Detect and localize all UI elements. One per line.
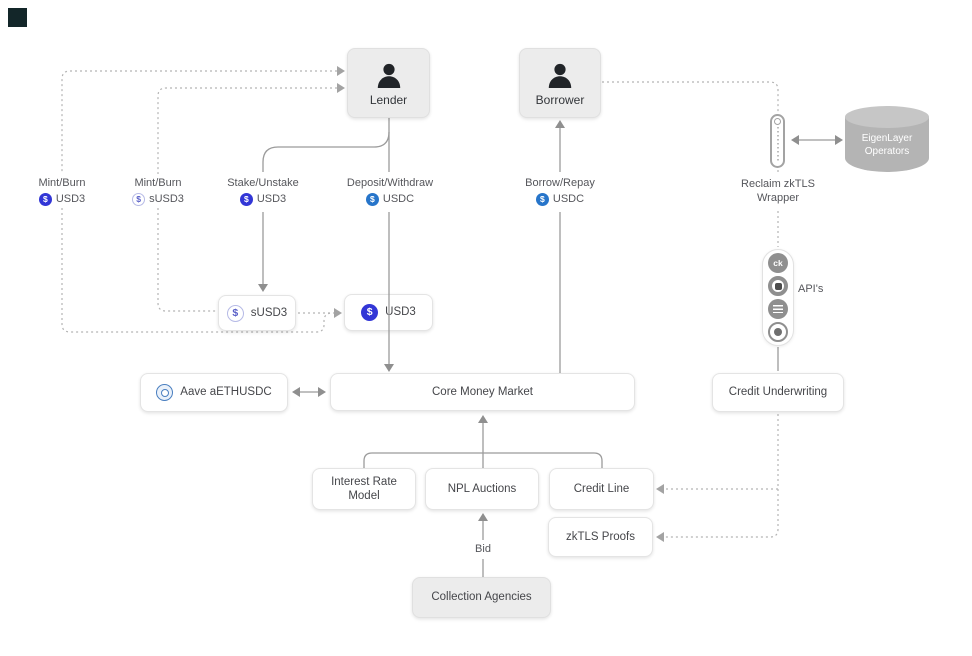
lender-node: Lender <box>347 48 430 118</box>
interest-rate-model-line1: Interest Rate <box>331 475 397 488</box>
credit-underwriting-label: Credit Underwriting <box>728 386 828 399</box>
edge-label-bid: Bid <box>463 542 503 557</box>
wrapper-pill-circle <box>774 118 781 125</box>
lines-api-icon <box>768 299 788 319</box>
zktls-proofs-label: zkTLS Proofs <box>565 530 636 543</box>
edge-label-deposit-withdraw: Deposit/Withdraw $ USDC <box>330 176 450 207</box>
eigenlayer-operators-node: EigenLayer Operators <box>845 106 929 172</box>
core-money-market-node: Core Money Market <box>330 373 635 411</box>
collection-agencies-label: Collection Agencies <box>431 591 532 604</box>
collection-agencies-node: Collection Agencies <box>412 577 551 618</box>
usd3-label: USD3 <box>385 306 416 319</box>
core-money-market-label: Core Money Market <box>432 385 533 398</box>
corner-mark <box>8 8 27 27</box>
usd3-node: $ USD3 <box>344 294 433 331</box>
borrower-label: Borrower <box>535 92 585 107</box>
database-icon <box>845 106 929 128</box>
target-api-icon <box>768 276 788 296</box>
npl-auctions-node: NPL Auctions <box>425 468 539 510</box>
aave-node: Aave aETHUSDC <box>140 373 288 412</box>
credit-line-label: Credit Line <box>573 482 630 495</box>
person-icon <box>377 63 400 88</box>
usd3-coin-icon: $ <box>239 192 253 206</box>
susd3-node: $ sUSD3 <box>218 295 296 331</box>
edge-label-mint-burn-usd3: Mint/Burn $ USD3 <box>20 176 104 207</box>
edge-label-apis: API's <box>798 282 840 297</box>
wrapper-pill-dots <box>776 127 779 163</box>
interest-rate-model-line2: Model <box>348 490 380 502</box>
borrower-node: Borrower <box>519 48 601 118</box>
npl-auctions-label: NPL Auctions <box>447 482 517 495</box>
zktls-proofs-node: zkTLS Proofs <box>548 517 653 557</box>
susd3-label: sUSD3 <box>250 306 288 319</box>
susd3-coin-icon: $ <box>226 304 244 322</box>
usdc-coin-icon: $ <box>365 192 379 206</box>
usdc-coin-icon: $ <box>535 192 549 206</box>
edge-label-borrow-repay: Borrow/Repay $ USDC <box>510 176 610 207</box>
lender-label: Lender <box>369 92 408 107</box>
api-stack: ck <box>762 249 794 346</box>
edge-label-reclaim-zktls-wrapper: Reclaim zkTLS Wrapper <box>728 177 828 206</box>
person-icon <box>548 63 572 88</box>
credit-line-node: Credit Line <box>549 468 654 510</box>
edge-label-mint-burn-susd3: Mint/Burn $ sUSD3 <box>116 176 200 207</box>
usd3-coin-icon: $ <box>361 304 379 321</box>
dot-api-icon <box>768 322 788 342</box>
susd3-coin-icon: $ <box>132 192 146 206</box>
credit-underwriting-node: Credit Underwriting <box>712 373 844 412</box>
aave-icon <box>156 384 174 401</box>
edge-label-stake-unstake: Stake/Unstake $ USD3 <box>213 176 313 207</box>
usd3-coin-icon: $ <box>38 192 52 206</box>
aave-label: Aave aETHUSDC <box>180 386 272 399</box>
eigenlayer-label-line1: EigenLayer <box>861 133 913 144</box>
ck-api-icon: ck <box>768 253 788 273</box>
interest-rate-model-node: Interest Rate Model <box>312 468 416 510</box>
zktls-wrapper-icon <box>770 114 785 168</box>
eigenlayer-label-line2: Operators <box>864 146 910 157</box>
